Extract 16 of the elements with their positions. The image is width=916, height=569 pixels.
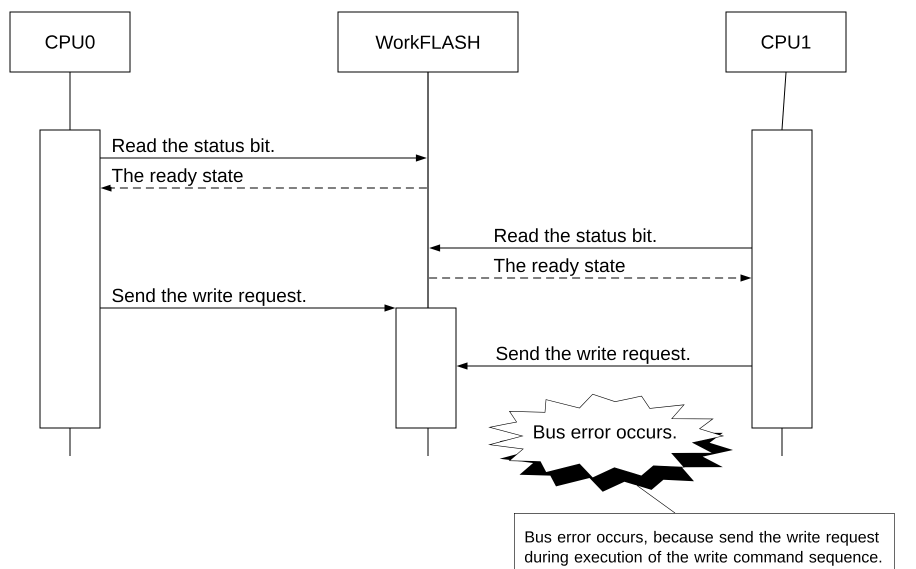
- edge-label: The ready state: [110, 167, 245, 187]
- note-box: Bus error occurs, because send the write request during execution of the write command sequence.: [514, 513, 895, 569]
- activation-bar: [396, 308, 456, 428]
- edge-label: Read the status bit.: [492, 227, 658, 244]
- lifeline-head-box: WorkFLASH: [338, 12, 518, 72]
- edge-label: Read the status bit.: [110, 137, 276, 154]
- lifeline-head-box: CPU0: [10, 12, 130, 72]
- lifeline: [782, 72, 786, 130]
- starburst-callout: Bus error occurs.: [488, 394, 733, 492]
- lifeline-head-box: CPU1: [726, 12, 846, 72]
- activation-bar: [752, 130, 812, 428]
- edge-label: The ready state: [492, 257, 627, 277]
- edge-label: Send the write request.: [110, 287, 308, 307]
- activation-bar: [40, 130, 100, 428]
- leader-line: [636, 485, 676, 514]
- edge-label: Send the write request.: [494, 345, 692, 365]
